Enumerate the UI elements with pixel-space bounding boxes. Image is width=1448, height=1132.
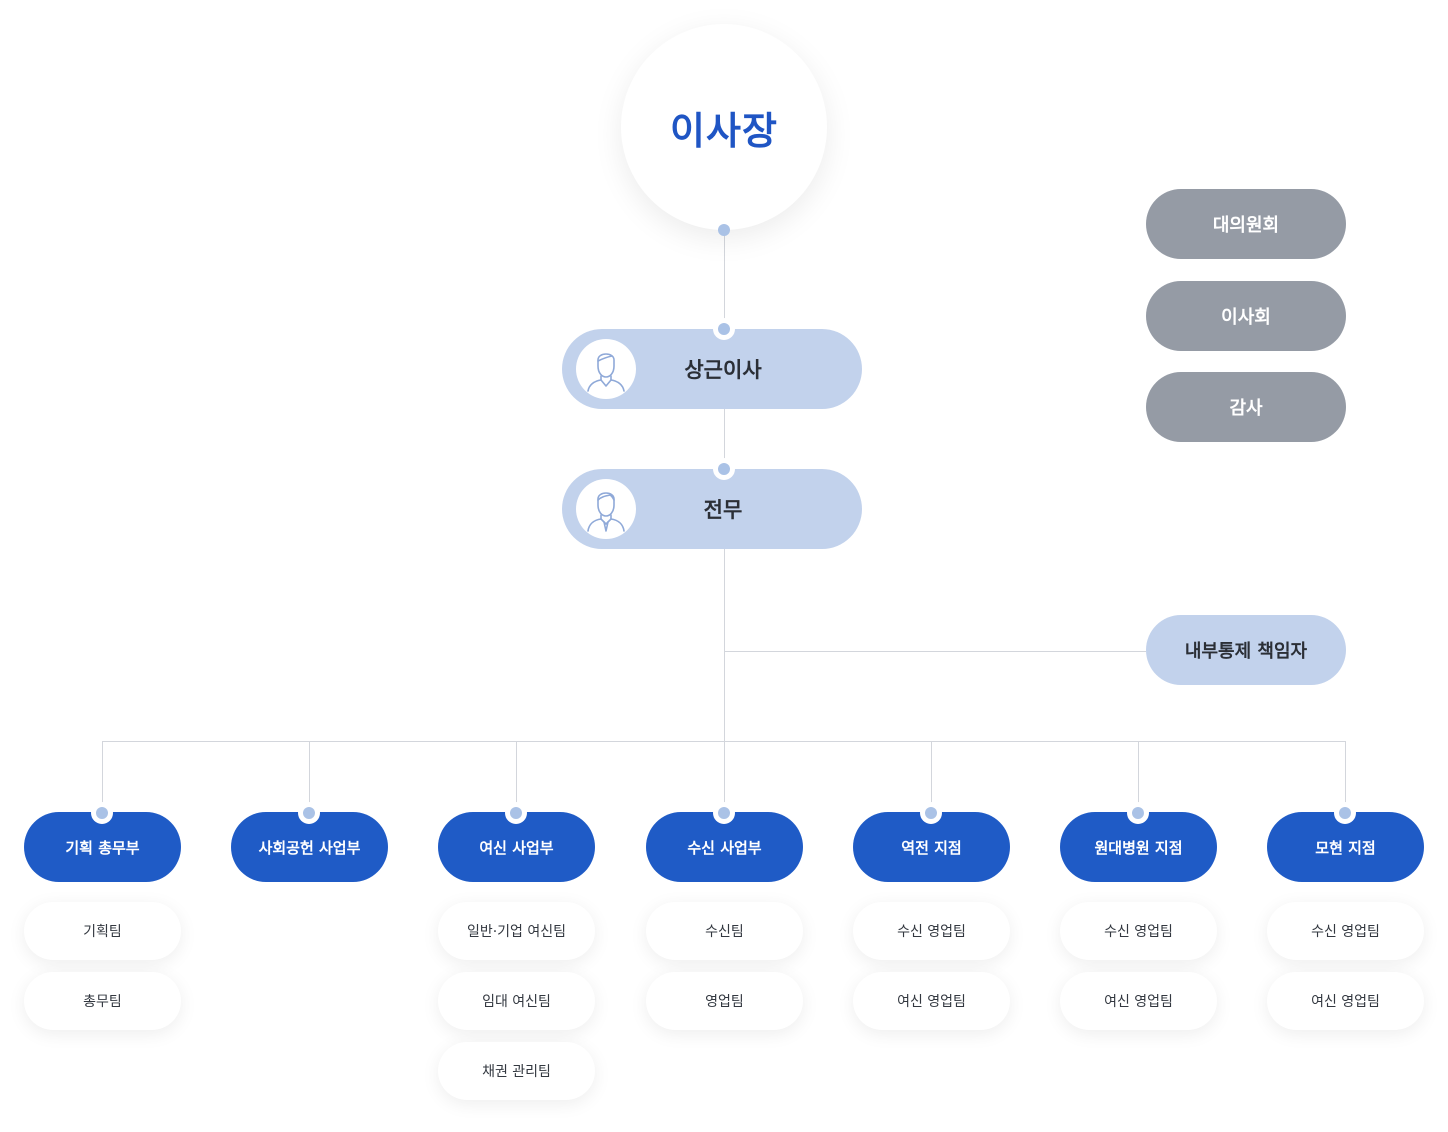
team-node: 기획팀 <box>24 902 181 960</box>
board-delegates: 대의원회 <box>1146 189 1346 259</box>
chairman-node: 이사장 <box>621 24 827 230</box>
connector-trunk <box>724 548 725 812</box>
team-label: 여신 영업팀 <box>897 994 966 1010</box>
person-tie-icon <box>576 479 636 539</box>
department-node: 모현 지점 <box>1267 812 1424 882</box>
connector-department <box>516 741 517 812</box>
connector-department <box>309 741 310 812</box>
department-top-dot <box>1334 802 1356 824</box>
department-label: 모현 지점 <box>1315 838 1376 857</box>
department-top-dot <box>713 802 735 824</box>
team-node: 영업팀 <box>646 972 803 1030</box>
board-audit: 감사 <box>1146 372 1346 442</box>
department-node: 기획 총무부 <box>24 812 181 882</box>
department-top-dot <box>91 802 113 824</box>
connector-department <box>102 741 103 812</box>
internal-control-label: 내부통제 책임자 <box>1184 641 1308 662</box>
connector-department <box>724 741 725 812</box>
connector-department <box>1138 741 1139 812</box>
department-label: 역전 지점 <box>901 838 962 857</box>
team-node: 임대 여신팀 <box>438 972 595 1030</box>
board-label: 대의원회 <box>1212 215 1280 236</box>
internal-control-officer: 내부통제 책임자 <box>1146 615 1346 685</box>
team-node: 총무팀 <box>24 972 181 1030</box>
department-top-dot <box>1127 802 1149 824</box>
connector-chairman-exec <box>724 230 725 330</box>
executive-label: 상근이사 <box>684 358 762 382</box>
team-node: 수신 영업팀 <box>1060 902 1217 960</box>
team-label: 여신 영업팀 <box>1104 994 1173 1010</box>
department-top-dot <box>505 802 527 824</box>
team-node: 일반·기업 여신팀 <box>438 902 595 960</box>
board-label: 감사 <box>1229 398 1263 419</box>
team-node: 여신 영업팀 <box>853 972 1010 1030</box>
team-node: 채권 관리팀 <box>438 1042 595 1100</box>
department-top-dot <box>298 802 320 824</box>
team-node: 여신 영업팀 <box>1060 972 1217 1030</box>
department-top-dot <box>920 802 942 824</box>
board-label: 이사회 <box>1221 307 1271 328</box>
department-label: 수신 사업부 <box>687 838 762 857</box>
department-node: 사회공헌 사업부 <box>231 812 388 882</box>
team-node: 수신 영업팀 <box>853 902 1010 960</box>
department-label: 원대병원 지점 <box>1094 838 1183 857</box>
executive-label: 전무 <box>703 498 743 522</box>
chairman-connector-dot <box>718 224 730 236</box>
team-label: 총무팀 <box>83 994 122 1010</box>
department-label: 사회공헌 사업부 <box>258 838 361 857</box>
team-label: 기획팀 <box>83 924 122 940</box>
department-label: 여신 사업부 <box>479 838 554 857</box>
team-node: 수신 영업팀 <box>1267 902 1424 960</box>
board-directors: 이사회 <box>1146 281 1346 351</box>
team-label: 일반·기업 여신팀 <box>466 924 567 940</box>
executive-node-standing-director: 상근이사 <box>562 329 862 409</box>
team-label: 여신 영업팀 <box>1311 994 1380 1010</box>
team-label: 영업팀 <box>705 994 744 1010</box>
team-label: 수신 영업팀 <box>1311 924 1380 940</box>
team-label: 채권 관리팀 <box>482 1064 551 1080</box>
executive-node-managing-director: 전무 <box>562 469 862 549</box>
team-label: 임대 여신팀 <box>482 994 551 1010</box>
connector-department <box>931 741 932 812</box>
department-node: 여신 사업부 <box>438 812 595 882</box>
executive-top-dot <box>713 318 735 340</box>
team-node: 여신 영업팀 <box>1267 972 1424 1030</box>
connector-exec-exec <box>724 408 725 470</box>
team-node: 수신팀 <box>646 902 803 960</box>
team-label: 수신 영업팀 <box>1104 924 1173 940</box>
connector-internal-control <box>724 651 1146 652</box>
connector-department <box>1345 741 1346 812</box>
chairman-label: 이사장 <box>670 108 778 153</box>
team-label: 수신 영업팀 <box>897 924 966 940</box>
executive-top-dot <box>713 458 735 480</box>
department-label: 기획 총무부 <box>65 838 140 857</box>
team-label: 수신팀 <box>705 924 744 940</box>
person-icon <box>576 339 636 399</box>
